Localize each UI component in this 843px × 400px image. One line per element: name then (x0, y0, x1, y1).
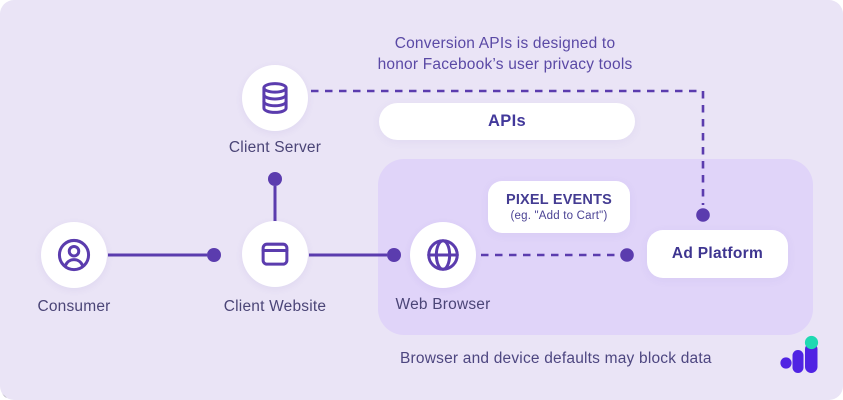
ad-platform-label: Ad Platform (671, 245, 764, 262)
web-browser-label: Web Browser (395, 296, 491, 313)
user-icon (55, 236, 93, 274)
apis-box: APIs (379, 103, 635, 140)
apis-box-label: APIs (488, 112, 526, 130)
ad-platform-box: Ad Platform (647, 230, 788, 278)
browser-window-icon (256, 235, 294, 273)
cursor-artifact (0, 392, 7, 400)
pixel-events-box: PIXEL EVENTS (eg. "Add to Cart") (488, 181, 630, 233)
logo-dot (780, 357, 792, 369)
web-browser-node (410, 222, 476, 288)
logo-bar-tall (805, 343, 818, 373)
consumer-label: Consumer (37, 298, 111, 315)
logo-bar-medium (792, 350, 804, 373)
client-server-label: Client Server (228, 139, 322, 156)
top-annotation-line2: honor Facebook’s user privacy tools (377, 56, 633, 73)
client-website-label: Client Website (223, 298, 327, 315)
bar-chart-logo (770, 328, 826, 378)
database-icon (256, 79, 294, 117)
globe-icon (424, 236, 462, 274)
consumer-to-website-endpoint-dot (207, 248, 221, 262)
consumer-node (41, 222, 107, 288)
pixel-events-title: PIXEL EVENTS (505, 192, 613, 208)
server-to-website-endpoint-dot (268, 172, 282, 186)
logo-teal-dot (804, 335, 819, 350)
top-annotation: Conversion APIs is designed to honor Fac… (378, 33, 633, 75)
bottom-annotation: Browser and device defaults may block da… (400, 350, 712, 367)
client-website-node (242, 221, 308, 287)
top-annotation-line1: Conversion APIs is designed to (394, 35, 616, 52)
client-server-node (242, 65, 308, 131)
pixel-events-subtitle: (eg. "Add to Cart") (510, 210, 608, 222)
